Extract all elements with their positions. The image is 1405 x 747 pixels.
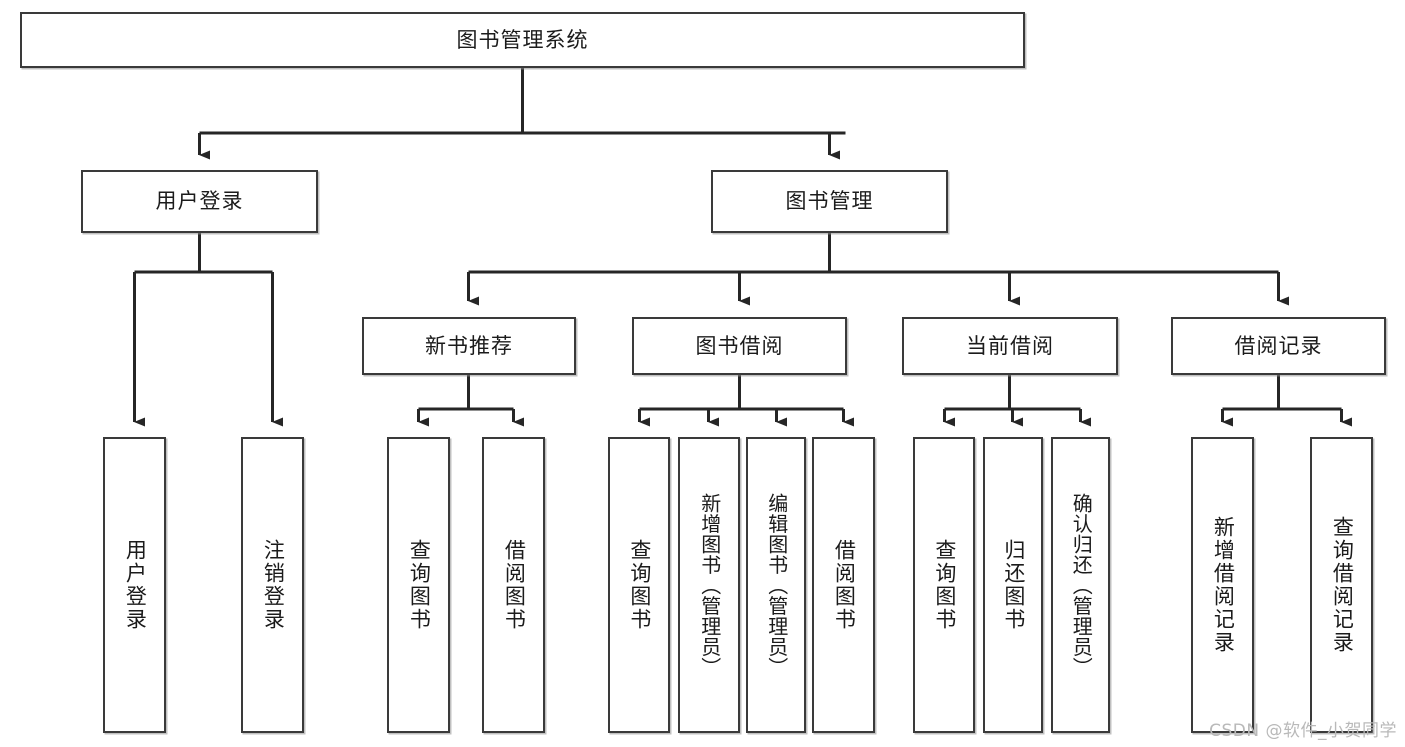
node-leaf-confirm-return-label: 确认归还（管理员）: [1069, 492, 1094, 678]
node-root-label: 图书管理系统: [456, 27, 589, 52]
node-leaf-add-book-label: 新增图书（管理员）: [697, 492, 722, 678]
node-leaf-return-book[interactable]: 归还图书: [983, 437, 1043, 733]
node-root[interactable]: 图书管理系统: [20, 12, 1025, 68]
node-leaf-query-book-1[interactable]: 查询图书: [387, 437, 450, 733]
node-book-borrow-label: 图书借阅: [695, 333, 784, 358]
node-leaf-add-record[interactable]: 新增借阅记录: [1191, 437, 1254, 733]
node-leaf-logout[interactable]: 注销登录: [241, 437, 304, 733]
node-leaf-edit-book[interactable]: 编辑图书（管理员）: [746, 437, 806, 733]
node-leaf-user-login[interactable]: 用户登录: [103, 437, 166, 733]
node-book-manage-label: 图书管理: [785, 189, 874, 214]
node-leaf-query-book-2[interactable]: 查询图书: [608, 437, 670, 733]
node-leaf-query-record[interactable]: 查询借阅记录: [1310, 437, 1373, 733]
node-leaf-query-book-2-label: 查询图书: [627, 539, 652, 631]
node-new-book-rec[interactable]: 新书推荐: [362, 317, 576, 375]
node-book-borrow[interactable]: 图书借阅: [632, 317, 847, 375]
node-leaf-edit-book-label: 编辑图书（管理员）: [764, 492, 789, 678]
node-leaf-user-login-label: 用户登录: [123, 539, 148, 631]
node-leaf-borrow-book-2[interactable]: 借阅图书: [812, 437, 875, 733]
node-leaf-borrow-book-1[interactable]: 借阅图书: [482, 437, 545, 733]
csdn-watermark: CSDN @软件_小贺同学: [1209, 721, 1397, 741]
node-book-manage[interactable]: 图书管理: [711, 170, 948, 233]
node-leaf-add-book[interactable]: 新增图书（管理员）: [678, 437, 740, 733]
node-leaf-query-book-3[interactable]: 查询图书: [913, 437, 975, 733]
node-user-login[interactable]: 用户登录: [81, 170, 318, 233]
node-leaf-query-book-1-label: 查询图书: [407, 539, 432, 631]
node-leaf-return-book-label: 归还图书: [1001, 539, 1026, 631]
node-new-book-rec-label: 新书推荐: [425, 333, 513, 358]
node-current-borrow-label: 当前借阅: [966, 333, 1054, 358]
node-borrow-record[interactable]: 借阅记录: [1171, 317, 1386, 375]
node-current-borrow[interactable]: 当前借阅: [902, 317, 1118, 375]
node-leaf-logout-label: 注销登录: [261, 539, 286, 631]
node-leaf-add-record-label: 新增借阅记录: [1211, 516, 1236, 654]
node-leaf-borrow-book-2-label: 借阅图书: [832, 539, 857, 631]
node-leaf-query-record-label: 查询借阅记录: [1330, 516, 1355, 654]
node-borrow-record-label: 借阅记录: [1234, 333, 1323, 358]
node-leaf-query-book-3-label: 查询图书: [932, 539, 957, 631]
node-leaf-borrow-book-1-label: 借阅图书: [502, 539, 527, 631]
node-user-login-label: 用户登录: [155, 189, 244, 214]
node-leaf-confirm-return[interactable]: 确认归还（管理员）: [1051, 437, 1110, 733]
